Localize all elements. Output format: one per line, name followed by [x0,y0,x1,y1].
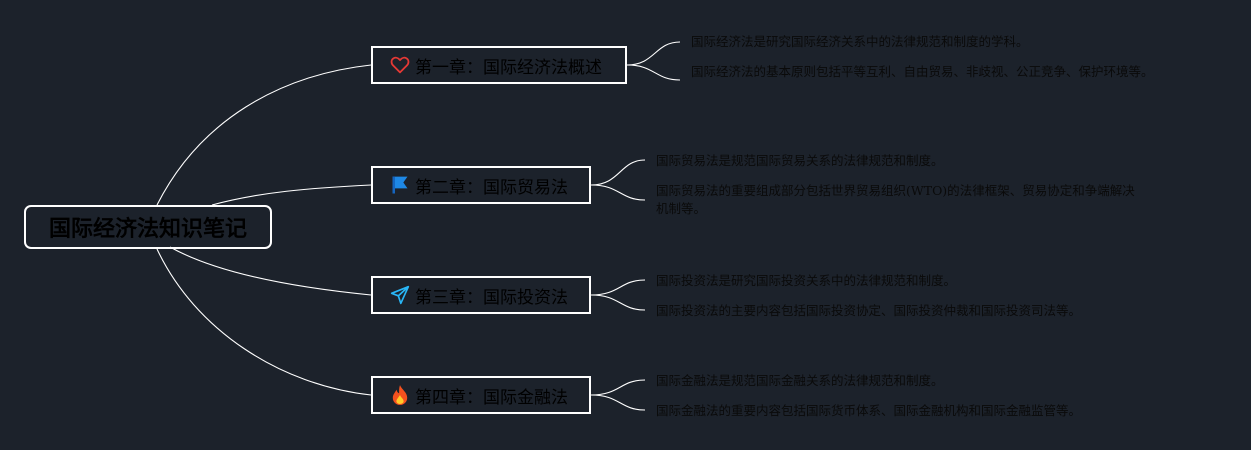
chapter-1-label: 第一章：国际经济法概述 [415,57,602,78]
connector-chapter-2-note-1 [590,159,646,186]
chapter-4-note-2: 国际金融法的重要内容包括国际货币体系、国际金融机构和国际金融监管等。 [656,403,1082,418]
chapter-3-label: 第三章：国际投资法 [415,287,568,308]
connector-root-chapter-3 [169,246,372,296]
topic-chapter-1[interactable]: 第一章：国际经济法概述 [371,46,627,84]
connector-chapter-3-note-1 [590,279,646,296]
connector-root-chapter-1 [156,64,372,206]
root-topic[interactable]: 国际经济法知识笔记 [24,205,272,249]
chapter-1-note-2: 国际经济法的基本原则包括平等互利、自由贸易、非歧视、公正竞争、保护环境等。 [691,64,1154,79]
chapter-2-note-1: 国际贸易法是规范国际贸易关系的法律规范和制度。 [656,153,944,168]
chapter-3-note-2: 国际投资法的主要内容包括国际投资协定、国际投资仲裁和国际投资司法等。 [656,303,1082,318]
connector-chapter-4-note-2 [590,394,646,411]
heart-icon [389,54,411,76]
connector-chapter-2-note-2 [590,184,646,201]
chapter-2-note-2: 国际贸易法的重要组成部分包括世界贸易组织(WTO)的法律框架、贸易协定和争端解决… [656,183,1135,216]
connector-root-chapter-4 [156,248,372,396]
fire-icon [389,384,411,406]
connector-root-chapter-2 [211,184,372,206]
chapter-3-note-1: 国际投资法是研究国际投资关系中的法律规范和制度。 [656,273,957,288]
connector-chapter-1-note-2 [626,64,681,81]
root-topic-label: 国际经济法知识笔记 [48,217,247,242]
connector-chapter-4-note-1 [590,379,646,396]
chapter-4-note-1: 国际金融法是规范国际金融关系的法律规范和制度。 [656,373,944,388]
connector-chapter-1-note-1 [626,41,681,66]
connector-chapter-3-note-2 [590,294,646,311]
paper-plane-icon [389,284,411,306]
chapter-1-note-1: 国际经济法是研究国际经济关系中的法律规范和制度的学科。 [691,34,1029,49]
chapter-2-label: 第二章：国际贸易法 [415,177,568,198]
topic-chapter-2[interactable]: 第二章：国际贸易法 [371,166,591,204]
chapter-4-label: 第四章：国际金融法 [415,387,568,408]
topic-chapter-3[interactable]: 第三章：国际投资法 [371,276,591,314]
flag-icon [389,174,411,196]
topic-chapter-4[interactable]: 第四章：国际金融法 [371,376,591,414]
